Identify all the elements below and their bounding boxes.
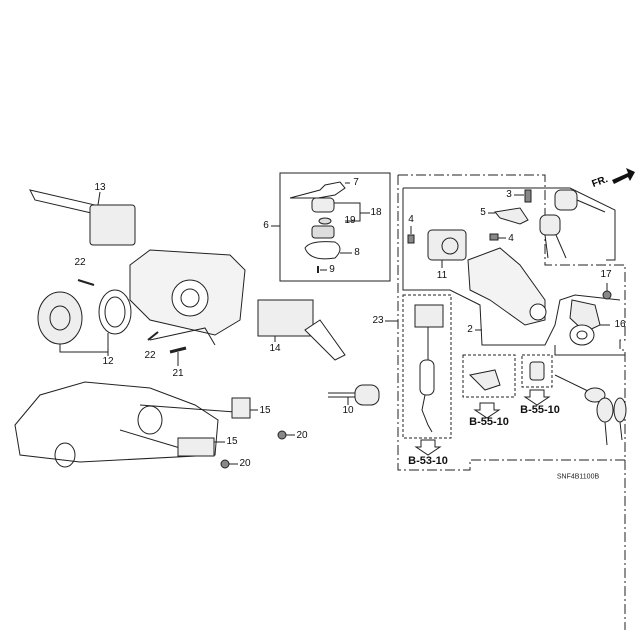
label-14: 14 bbox=[269, 343, 281, 354]
label-22: 22 bbox=[144, 350, 156, 361]
keyfob-box bbox=[279, 172, 391, 282]
subbox-b55b bbox=[521, 354, 553, 388]
combination-switch-body bbox=[129, 249, 246, 336]
subbox-b53 bbox=[402, 294, 452, 439]
label-17: 17 bbox=[600, 269, 612, 280]
screw-22a bbox=[77, 279, 95, 286]
label-21: 21 bbox=[172, 368, 184, 379]
nut-17 bbox=[602, 290, 612, 300]
housing-11 bbox=[427, 229, 467, 261]
switch-15b bbox=[177, 437, 215, 457]
label-3: 3 bbox=[506, 189, 512, 200]
label-19: 19 bbox=[344, 215, 356, 226]
label-13: 13 bbox=[94, 182, 106, 193]
label-10: 10 bbox=[342, 405, 354, 416]
key-set-bottom bbox=[554, 374, 627, 446]
ignition-box bbox=[398, 174, 626, 630]
label-4: 4 bbox=[408, 214, 414, 225]
reference-b-53-10[interactable]: B-53-10 bbox=[408, 455, 448, 467]
label-20: 20 bbox=[296, 430, 308, 441]
steering-lock-2 bbox=[467, 247, 546, 326]
bracket-5 bbox=[494, 207, 529, 225]
label-11: 11 bbox=[436, 270, 448, 281]
bolt-20b bbox=[220, 459, 230, 469]
key-set-top bbox=[539, 189, 606, 259]
label-20: 20 bbox=[239, 458, 251, 469]
bolt-21 bbox=[169, 346, 187, 366]
cable-reel-12 bbox=[37, 289, 132, 356]
key-cylinder-16 bbox=[569, 299, 610, 346]
front-arrow-icon bbox=[612, 168, 635, 184]
label-8: 8 bbox=[354, 247, 360, 258]
key-7 bbox=[289, 181, 346, 199]
label-9: 9 bbox=[329, 264, 335, 275]
diagram-code: SNF4B1100B bbox=[556, 473, 600, 481]
label-12: 12 bbox=[102, 356, 114, 367]
reference-b-55-10[interactable]: B-55-10 bbox=[469, 416, 509, 428]
bolt-4a bbox=[407, 234, 415, 244]
car-outline bbox=[14, 381, 236, 468]
bolt-20a bbox=[277, 430, 287, 440]
label-22: 22 bbox=[74, 257, 86, 268]
label-15: 15 bbox=[259, 405, 271, 416]
transponder-key-10 bbox=[328, 384, 380, 406]
label-16: 16 bbox=[614, 319, 626, 330]
label-7: 7 bbox=[353, 177, 359, 188]
reference-b-55-10[interactable]: B-55-10 bbox=[520, 404, 560, 416]
combination-switch-lever-13 bbox=[29, 189, 136, 246]
label-15: 15 bbox=[226, 436, 238, 447]
wiper-switch-14 bbox=[257, 299, 346, 361]
switch-15a bbox=[231, 397, 251, 419]
label-18: 18 bbox=[370, 207, 382, 218]
arrow-b55b bbox=[523, 389, 551, 406]
label-23: 23 bbox=[372, 315, 384, 326]
arrow-b55a bbox=[473, 402, 501, 419]
battery-19 bbox=[318, 217, 332, 225]
screw-22b bbox=[147, 331, 159, 341]
bolt-4b bbox=[489, 233, 499, 241]
bolt-3 bbox=[524, 189, 532, 203]
subbox-b55a bbox=[462, 354, 516, 398]
arrow-b53 bbox=[414, 439, 442, 456]
label-2: 2 bbox=[467, 324, 473, 335]
label-6: 6 bbox=[263, 220, 269, 231]
label-4: 4 bbox=[508, 233, 514, 244]
label-5: 5 bbox=[480, 207, 486, 218]
gasket-8 bbox=[304, 241, 341, 260]
cover-18 bbox=[311, 197, 335, 213]
